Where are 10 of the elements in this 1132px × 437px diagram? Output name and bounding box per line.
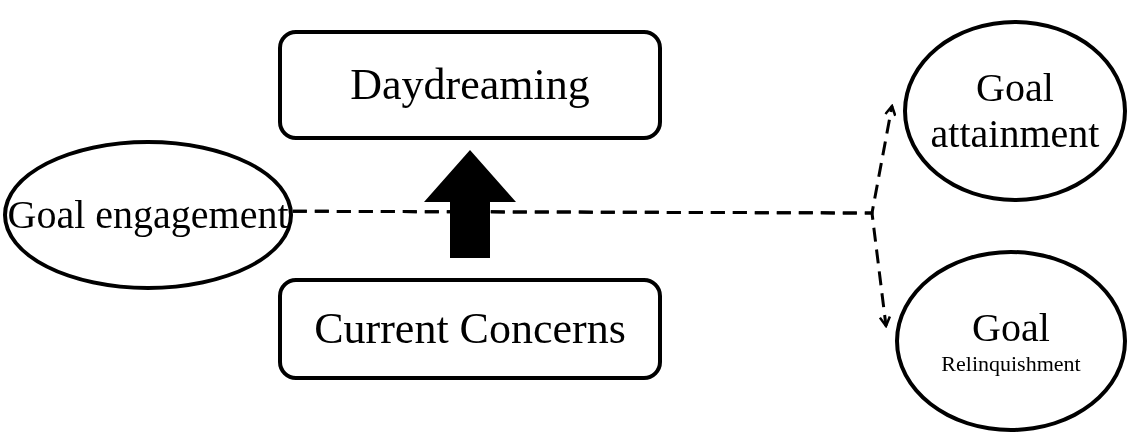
node-label: Current Concerns <box>314 303 626 355</box>
node-label: Goal attainment <box>929 65 1101 157</box>
rounded-box <box>278 30 662 140</box>
rounded-box <box>278 278 662 380</box>
block-arrow <box>424 150 516 258</box>
node-label: Goal <box>972 305 1050 352</box>
node-sublabel: Relinquishment <box>941 351 1081 377</box>
node-label: Goal engagement <box>7 192 289 238</box>
dashed-arrow <box>292 209 892 328</box>
node-label: Daydreaming <box>350 59 590 111</box>
